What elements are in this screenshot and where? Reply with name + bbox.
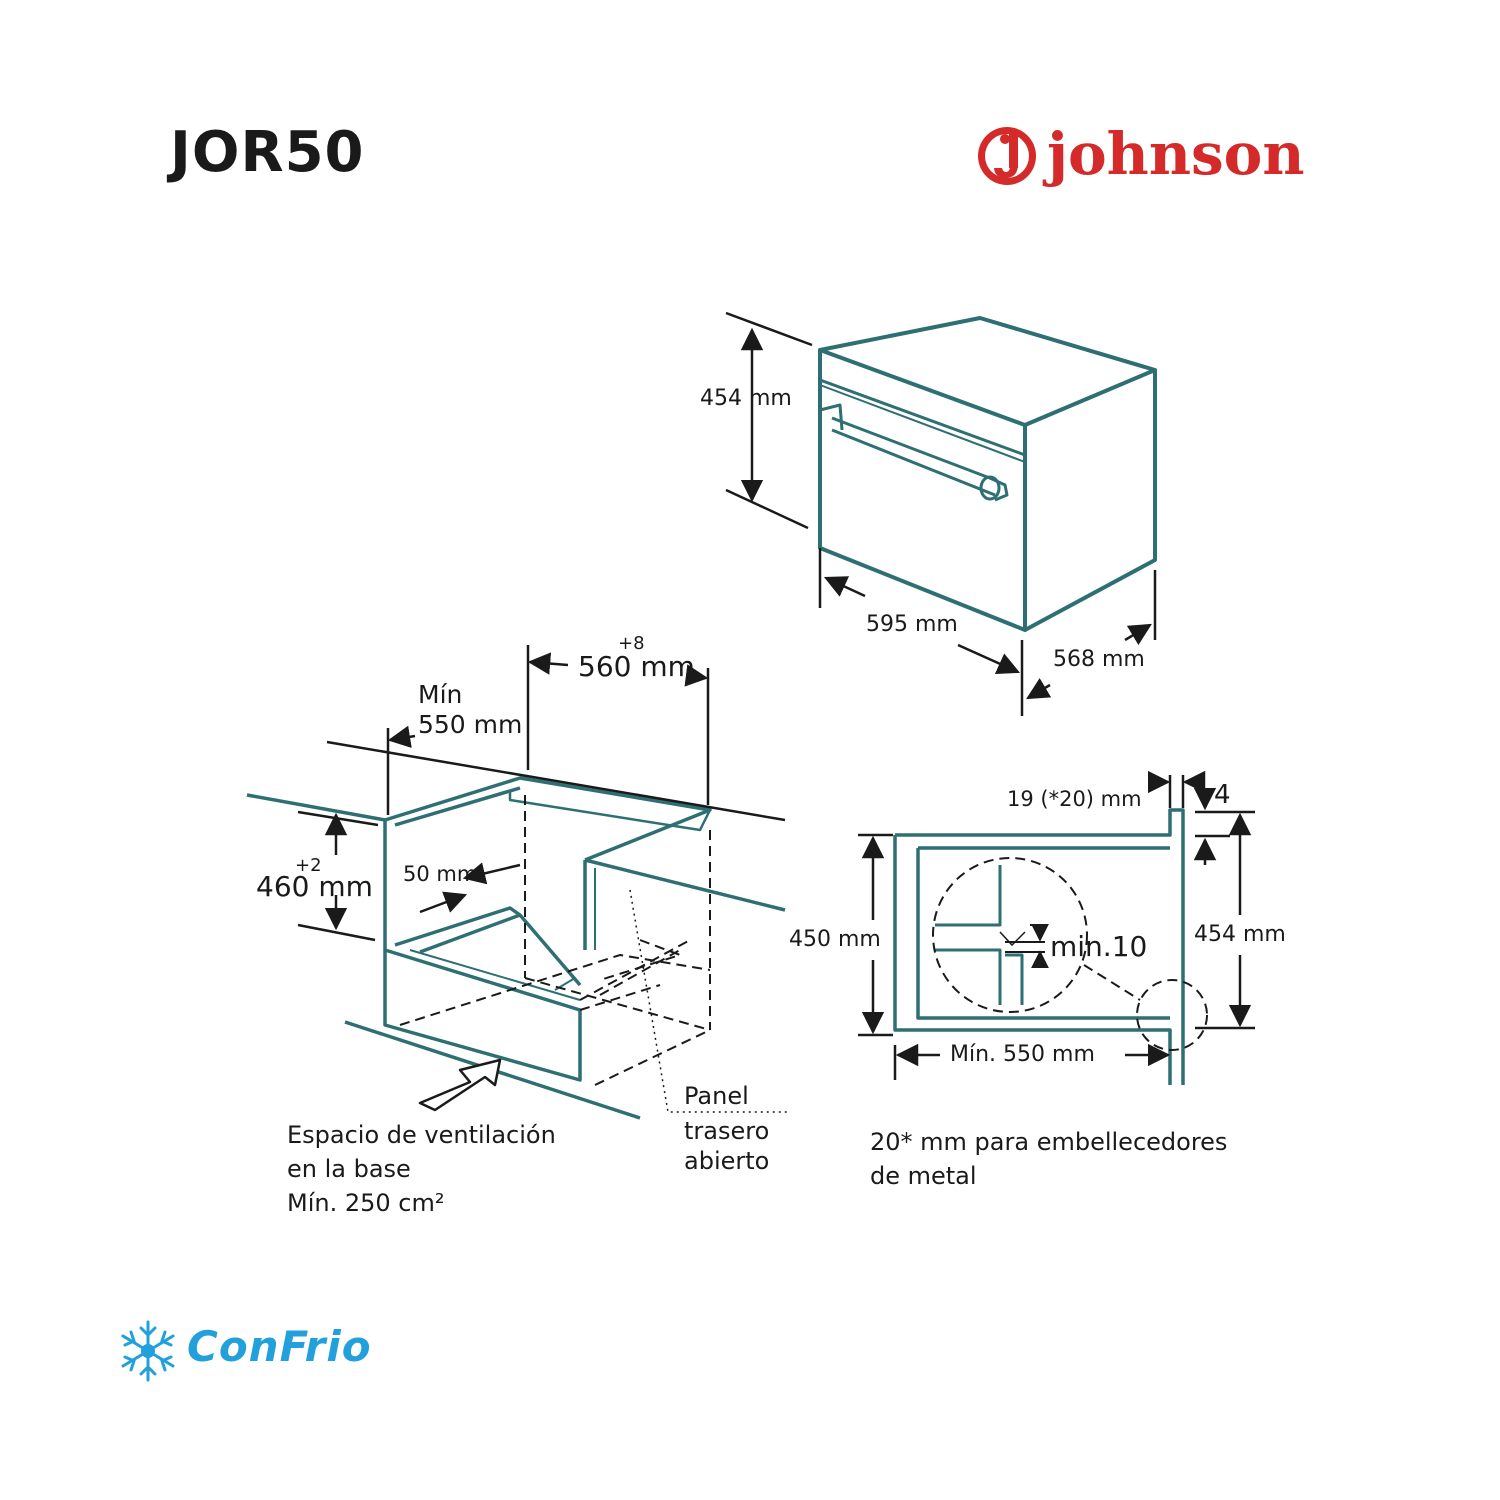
panel-note-line2: trasero	[684, 1117, 770, 1145]
cabinet-height-tolerance: +2	[295, 855, 322, 876]
ventilation-arrow-icon	[418, 1058, 502, 1112]
johnson-logo: johnson	[975, 118, 1335, 198]
outer-height-label: 454 mm	[1194, 922, 1286, 947]
cabinet-drawing	[246, 776, 786, 1120]
johnson-wordmark: johnson	[1047, 120, 1305, 188]
snowflake-icon	[121, 1320, 175, 1382]
confrio-wordmark: ConFrio	[187, 1322, 372, 1371]
cabinet-min-width-label: 550 mm	[418, 710, 523, 739]
model-title: JOR50	[170, 120, 365, 185]
johnson-j-icon	[978, 127, 1036, 185]
cabinet-opening-width-label: 560 mm	[578, 650, 695, 683]
min-gap-label: min.10	[1050, 930, 1148, 963]
vent-note-line1: Espacio de ventilación	[287, 1121, 556, 1149]
min-depth-label: Mín. 550 mm	[950, 1042, 1095, 1067]
frame-offset-label: 4	[1214, 780, 1231, 810]
vent-note-line2: en la base	[287, 1155, 411, 1183]
cabinet-opening-tolerance: +8	[618, 633, 645, 654]
oven-width-label: 595 mm	[866, 612, 958, 637]
cabinet-height-label: 460 mm	[256, 870, 373, 903]
frame-thickness-label: 19 (*20) mm	[1007, 787, 1142, 811]
oven-drawing	[818, 316, 1157, 632]
panel-note-line1: Panel	[684, 1082, 749, 1110]
trim-note-line1: 20* mm para embellecedores	[870, 1128, 1228, 1156]
confrio-logo: ConFrio	[115, 1318, 415, 1388]
vent-note-line3: Mín. 250 cm²	[287, 1189, 445, 1217]
trim-note-line2: de metal	[870, 1162, 977, 1190]
oven-depth-label: 568 mm	[1053, 647, 1145, 672]
panel-note-line3: abierto	[684, 1147, 770, 1175]
cabinet-min-label: Mín	[418, 680, 463, 709]
inner-height-label: 450 mm	[789, 927, 881, 952]
cabinet-gap-label: 50 mm	[403, 862, 478, 886]
oven-height-label: 454 mm	[700, 386, 792, 411]
